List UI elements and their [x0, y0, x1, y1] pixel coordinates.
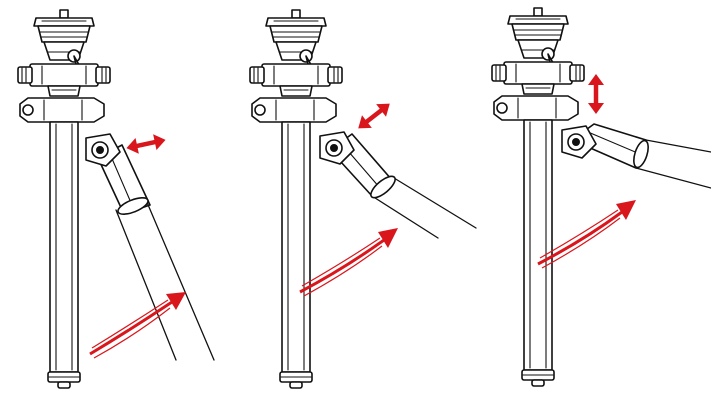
panel-1-double-headed-arrow-icon	[125, 132, 167, 156]
panel-1	[17, 9, 215, 389]
panel-2-tripod-body	[249, 9, 343, 389]
panel-2-curved-swoosh-arrow-icon	[299, 228, 398, 297]
panel-2	[249, 9, 477, 389]
panel-2-double-headed-arrow-icon	[353, 97, 394, 134]
panel-1-tripod-body	[17, 9, 111, 389]
panel-3-leg	[571, 123, 711, 189]
panel-3-double-headed-arrow-icon	[588, 74, 604, 114]
panel-1-leg	[97, 144, 215, 361]
panel-1-curved-swoosh-arrow-icon	[89, 292, 186, 359]
panel-3-curved-swoosh-arrow-icon	[537, 200, 636, 269]
panel-3-tripod-body	[491, 7, 585, 387]
panel-3	[491, 7, 711, 387]
